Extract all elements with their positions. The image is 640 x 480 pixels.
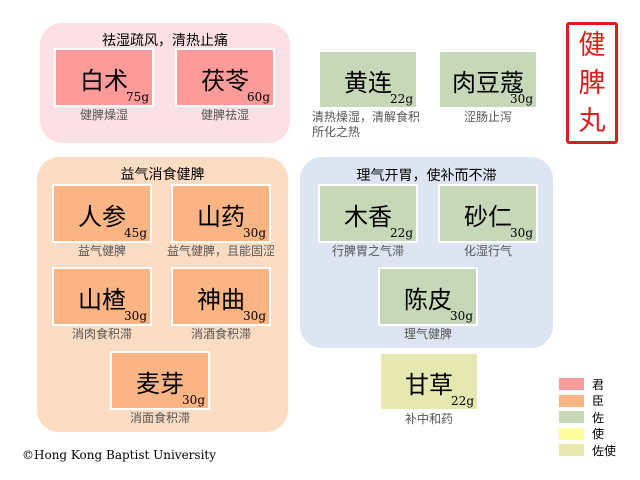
legend-label: 臣 [592, 394, 605, 409]
herb-name: 人参 [78, 203, 126, 231]
group-title: 祛湿疏风，清热止痛 [102, 33, 228, 49]
legend-label: 使 [592, 427, 605, 442]
herb-description: 理气健脾 [403, 327, 452, 341]
herb-name: 神曲 [197, 286, 245, 314]
herb-description: 涩肠止泻 [463, 110, 512, 124]
legend-item: 臣 [559, 393, 616, 410]
herb-dose: 60g [247, 90, 270, 104]
seal-char: 脾 [578, 68, 606, 99]
herb-name: 茯苓 [201, 67, 249, 95]
herb-dose: 30g [450, 309, 473, 323]
herb-description: 健脾燥湿 [79, 108, 128, 122]
herb-dose: 22g [451, 394, 474, 408]
herb-dose: 30g [510, 226, 533, 240]
herb-dose: 22g [390, 226, 413, 240]
legend-swatch [559, 394, 584, 407]
legend: 君臣佐使佐使 [559, 376, 616, 459]
herb-dose: 30g [510, 92, 533, 106]
herb-dose: 45g [124, 226, 147, 240]
herb-description: 消肉食积滞 [71, 327, 132, 341]
legend-swatch [559, 444, 584, 457]
herb-name: 砂仁 [464, 203, 512, 231]
herb-description: 补中和药 [404, 412, 453, 426]
legend-swatch [559, 378, 584, 391]
herb-name: 陈皮 [404, 286, 452, 314]
herb-description: 化湿行气 [463, 244, 512, 258]
copyright: ©Hong Kong Baptist University [22, 448, 217, 462]
seal-char: 健 [578, 30, 606, 61]
herb-dose: 30g [243, 309, 266, 323]
legend-item: 君 [559, 376, 616, 393]
herb-description: 消面食积滞 [129, 411, 190, 425]
herb-name: 木香 [344, 203, 392, 231]
legend-label: 佐使 [592, 443, 617, 458]
seal-stamp: 健 脾 丸 [566, 22, 618, 144]
group-title: 益气消食健脾 [120, 167, 205, 183]
herb-name: 甘草 [405, 371, 453, 399]
legend-swatch [559, 427, 584, 440]
herb-name: 山楂 [78, 286, 126, 314]
seal-char: 丸 [578, 106, 606, 137]
legend-item: 使 [559, 426, 616, 443]
herb-name: 麦芽 [136, 370, 184, 398]
herb-dose: 22g [390, 92, 413, 106]
legend-item: 佐使 [559, 442, 616, 459]
herb-name: 黄连 [344, 69, 392, 97]
herb-dose: 30g [124, 309, 147, 323]
herb-description: 消酒食积滞 [190, 327, 251, 341]
herb-name: 白术 [80, 67, 128, 95]
herb-description: 清热燥湿，清解食积所化之热 [312, 110, 421, 139]
herb-name: 山药 [197, 203, 245, 231]
herb-description: 益气健脾，且能固涩 [166, 244, 275, 258]
herb-name: 肉豆蔻 [452, 69, 524, 97]
herb-description: 益气健脾 [77, 244, 126, 258]
herb-description: 行脾胃之气滞 [331, 244, 404, 258]
herb-description: 健脾祛湿 [200, 108, 249, 122]
legend-label: 君 [592, 377, 605, 392]
herb-dose: 30g [243, 226, 266, 240]
legend-swatch [559, 411, 584, 424]
group-title: 理气开胃，使补而不滞 [356, 168, 497, 184]
herb-dose: 30g [182, 393, 205, 407]
legend-item: 佐 [559, 409, 616, 426]
legend-label: 佐 [592, 410, 605, 425]
herb-dose: 75g [126, 90, 149, 104]
